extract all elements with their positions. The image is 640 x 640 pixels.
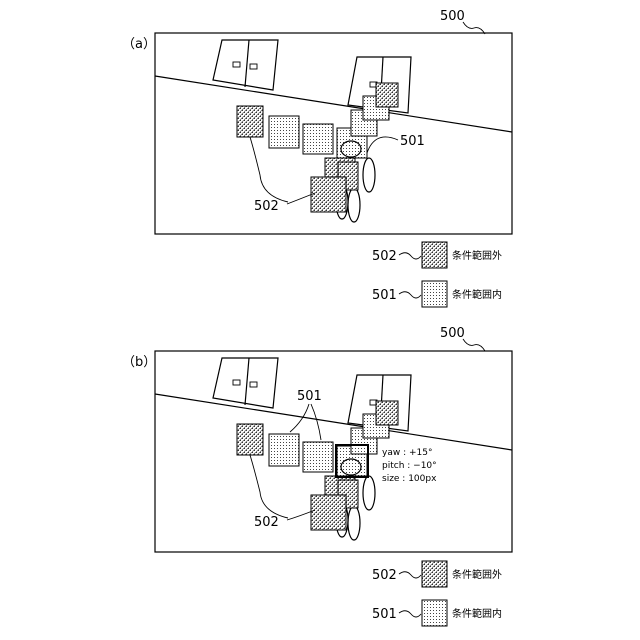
legend-swatch-hatched bbox=[422, 242, 447, 268]
legend-b: 502 条件範囲外 501 条件範囲内 bbox=[372, 561, 502, 626]
box-out-of-range-a bbox=[376, 83, 398, 107]
label-502-a: 502 bbox=[254, 199, 279, 214]
figure-number-leader-a bbox=[463, 22, 485, 34]
figure-number-label-b: 500 bbox=[440, 326, 465, 341]
box-out-of-range-a bbox=[237, 106, 263, 137]
box-in-range-b bbox=[303, 442, 333, 472]
label-502-b: 502 bbox=[254, 515, 279, 530]
leader-501-a bbox=[367, 137, 398, 153]
box-in-range-b bbox=[269, 434, 299, 466]
label-501-b: 501 bbox=[297, 389, 322, 404]
box-out-of-range-a bbox=[311, 177, 346, 212]
legend-text-in-range: 条件範囲内 bbox=[452, 288, 502, 301]
info-size: size : 100px bbox=[382, 474, 437, 484]
door-left-b bbox=[213, 358, 278, 408]
box-out-of-range-b bbox=[237, 424, 263, 455]
label-501-a: 501 bbox=[400, 134, 425, 149]
info-pitch: pitch : −10° bbox=[382, 461, 437, 471]
box-in-range-a bbox=[303, 124, 333, 154]
legend-text-out-of-range: 条件範囲外 bbox=[452, 249, 502, 262]
panel-b: （b） 500 bbox=[122, 326, 512, 552]
legend-ref-502: 502 bbox=[372, 568, 397, 583]
panel-a: （a） 500 bbox=[122, 9, 512, 234]
box-out-of-range-b bbox=[376, 401, 398, 425]
legend-ref-501: 501 bbox=[372, 607, 397, 622]
figure-number-label-a: 500 bbox=[440, 9, 465, 24]
box-in-range-a bbox=[269, 116, 299, 148]
legend-text-in-range: 条件範囲内 bbox=[452, 607, 502, 620]
legend-text-out-of-range: 条件範囲外 bbox=[452, 568, 502, 581]
legend-a: 502 条件範囲外 501 条件範囲内 bbox=[372, 242, 502, 307]
panel-b-label: （b） bbox=[122, 355, 156, 370]
box-out-of-range-b bbox=[311, 495, 346, 530]
panel-a-label: （a） bbox=[122, 37, 156, 52]
door-left-a bbox=[213, 40, 278, 90]
legend-swatch-dotted bbox=[422, 281, 447, 307]
figure-number-leader-b bbox=[463, 339, 485, 351]
legend-ref-502: 502 bbox=[372, 249, 397, 264]
legend-swatch-hatched bbox=[422, 561, 447, 587]
leader-501-b bbox=[311, 404, 321, 440]
info-yaw: yaw : +15° bbox=[382, 448, 432, 458]
legend-swatch-dotted bbox=[422, 600, 447, 626]
legend-ref-501: 501 bbox=[372, 288, 397, 303]
